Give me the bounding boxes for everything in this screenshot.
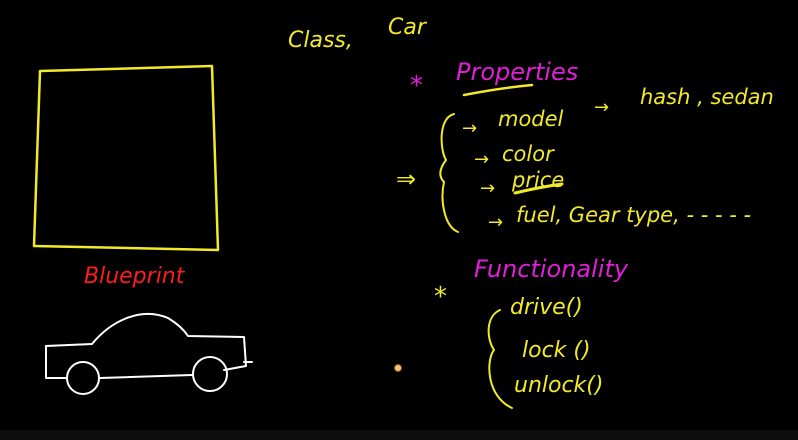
car-front [45, 345, 67, 379]
method-unlock: unlock() [514, 373, 603, 398]
functionality-heading: Functionality [474, 255, 629, 283]
bottom-border [0, 430, 798, 440]
blueprint-box [32, 64, 220, 252]
price-underline [513, 182, 564, 195]
asterisk-icon: * [410, 71, 423, 101]
arrow-right-icon: → [594, 97, 609, 118]
car-underside [99, 374, 193, 379]
method-lock: lock () [522, 338, 591, 363]
class-name: Car [388, 15, 428, 40]
arrow-right-icon: → [488, 212, 503, 233]
pen-cursor-icon [394, 364, 402, 372]
property-item-fuel: fuel, Gear type, - - - - - [516, 203, 751, 227]
functionality-brace [487, 309, 513, 409]
property-item-model: model [498, 107, 564, 131]
asterisk-icon: * [434, 282, 447, 312]
arrow-right-icon: → [462, 118, 477, 139]
blueprint-label: Blueprint [84, 264, 186, 289]
arrow-right-icon: → [480, 178, 495, 199]
properties-underline [462, 83, 534, 97]
method-drive: drive() [510, 295, 583, 320]
properties-heading: Properties [456, 58, 578, 86]
implies-arrow-icon: ⇒ [396, 165, 416, 193]
properties-brace [439, 113, 459, 233]
model-examples: hash , sedan [640, 85, 774, 109]
car-body-top [45, 312, 247, 371]
car-front-wheel [66, 361, 100, 395]
arrow-right-icon: → [474, 149, 489, 170]
car-sketch [45, 312, 253, 395]
class-keyword: Class, [288, 28, 353, 53]
property-item-color: color [502, 142, 555, 166]
car-rear-wheel [192, 356, 228, 392]
